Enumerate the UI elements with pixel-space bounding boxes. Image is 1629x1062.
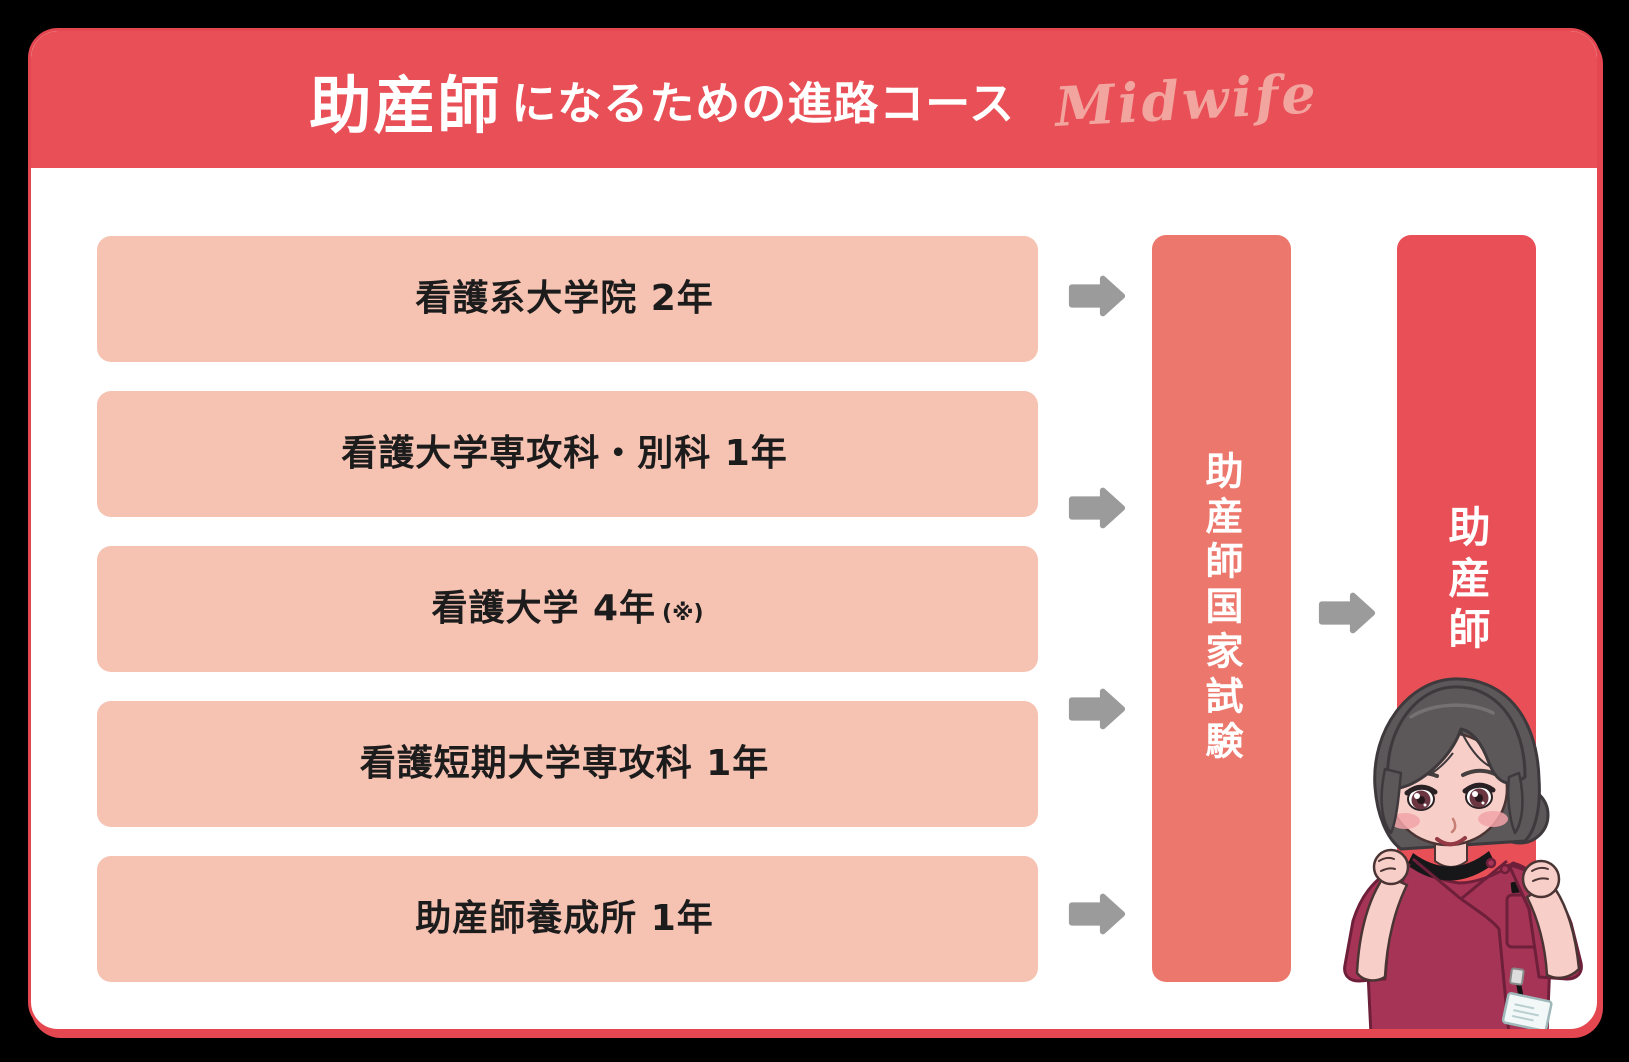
right-arrow-icon xyxy=(1318,592,1376,634)
character-nose xyxy=(1450,817,1457,834)
course-list: 看護系大学院 2年 看護大学専攻科・別科 1年 看護大学 4年(※) 看護短期大… xyxy=(97,236,1038,1011)
character-left-arm xyxy=(1355,848,1410,982)
result-box-label: 助産師 xyxy=(1442,504,1491,658)
right-arrow-icon xyxy=(1068,893,1126,935)
exam-box-label: 助産師国家試験 xyxy=(1199,451,1243,766)
character-hair-front xyxy=(1380,685,1527,835)
header-band: 助産師 になるための進路コース Midwife xyxy=(31,31,1597,168)
course-label: 助産師養成所 1年 xyxy=(415,898,714,939)
right-arrow-icon xyxy=(1068,275,1126,317)
course-box-training-school: 助産師養成所 1年 xyxy=(97,856,1038,982)
character-id-badge xyxy=(1501,967,1553,1029)
course-box-graduate-school: 看護系大学院 2年 xyxy=(97,236,1038,362)
course-box-university: 看護大学 4年(※) xyxy=(97,546,1038,672)
course-box-university-major: 看護大学専攻科・別科 1年 xyxy=(97,391,1038,517)
character-blush-left xyxy=(1390,813,1420,829)
right-arrow-icon xyxy=(1068,487,1126,529)
character-right-arm xyxy=(1521,859,1581,980)
course-note: (※) xyxy=(662,601,704,626)
page-title-script: Midwife xyxy=(1053,60,1321,139)
character-eye-right xyxy=(1462,782,1496,809)
character-mouth xyxy=(1435,836,1467,847)
character-eye-left xyxy=(1404,784,1438,811)
course-label: 看護短期大学専攻科 1年 xyxy=(359,743,770,784)
page-title-emphasis: 助産師 xyxy=(309,68,502,142)
course-label: 看護大学 4年 xyxy=(431,588,657,629)
infographic-card: 助産師 になるための進路コース Midwife 看護系大学院 2年 看護大学専攻… xyxy=(28,28,1600,1032)
course-box-junior-college: 看護短期大学専攻科 1年 xyxy=(97,701,1038,827)
midwife-character-illustration xyxy=(1343,677,1583,1029)
exam-box: 助産師国家試験 xyxy=(1152,235,1291,982)
character-blush-right xyxy=(1478,811,1508,827)
right-arrow-icon xyxy=(1068,688,1126,730)
page-title-rest: になるための進路コース xyxy=(511,77,1016,130)
course-label: 看護系大学院 2年 xyxy=(415,278,714,319)
course-label: 看護大学専攻科・別科 1年 xyxy=(341,433,788,474)
